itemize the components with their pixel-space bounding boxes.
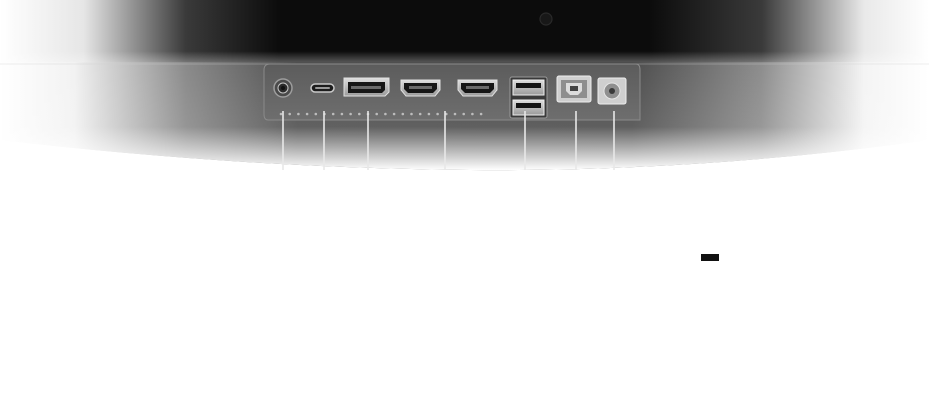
vent-dot [314,112,318,116]
port-row [273,75,627,119]
vent-dot [279,112,283,116]
vent-dot [401,112,405,116]
vent-dot [358,112,361,116]
vent-dot [297,112,300,116]
vent-dot-row [279,112,483,116]
vent-dot [392,112,396,116]
usb-c-icon [310,83,335,93]
usb-b-icon [556,75,592,103]
vent-dot [384,112,387,116]
vent-dot [436,112,439,116]
marker-icon [701,254,719,261]
vent-dot [331,112,335,116]
usb-a-stack-icon [509,76,548,119]
vent-dot [418,112,422,116]
displayport-icon [343,77,390,97]
vent-dot [375,112,379,116]
hdmi-icon [457,79,498,97]
vent-dot [288,112,292,116]
dc-power-icon [597,77,627,105]
vent-dot [427,112,431,116]
vent-dot [462,112,466,116]
vent-dot [340,112,344,116]
monitor-bezel [0,0,929,64]
callout-lines [282,111,615,170]
audio-jack-icon [273,78,293,98]
hdmi-icon [400,79,441,97]
power-button-icon [539,12,553,26]
vent-dot [349,112,352,116]
vent-dot [305,112,309,116]
vent-dot [453,112,457,116]
vent-dot [410,112,413,116]
vent-dot [479,112,483,116]
vent-dot [471,112,474,116]
